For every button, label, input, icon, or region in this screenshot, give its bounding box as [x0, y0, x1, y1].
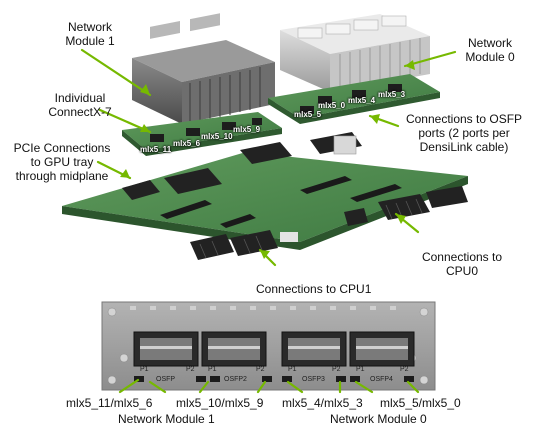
network-module-1-heatsink [132, 13, 275, 124]
port-label: P1 [288, 366, 297, 373]
osfp-label: OSFP2 [224, 376, 247, 383]
port-label: P1 [356, 366, 365, 373]
network-module-1-caption: Network Module 1 [118, 412, 215, 426]
network-module-0-label-line: Module 0 [465, 50, 515, 64]
osfp-connections-label-line: DensiLink cable) [419, 140, 509, 154]
pcie-connections-label-line: PCIe Connections [13, 141, 111, 155]
network-module-1-label: Network Module 1 [58, 20, 122, 48]
network-module-0-label: Network Module 0 [452, 36, 528, 64]
chip-label: mlx5_10 [201, 132, 233, 141]
chip-label: mlx5_9 [233, 125, 261, 134]
osfp-label: OSFP3 [302, 376, 325, 383]
pcie-connections-label-line: to GPU tray [30, 155, 94, 169]
callout-arrows [80, 48, 457, 394]
network-module-0-label-line: Network [467, 36, 512, 50]
pcie-connections-label-line: through midplane [15, 169, 109, 183]
cpu1-connections-label: Connections to CPU1 [256, 282, 372, 296]
chip-label: mlx5_0 [318, 101, 346, 110]
cpu0-connections-label: Connections to CPU0 [416, 250, 508, 278]
network-module-1-board [122, 112, 282, 156]
pcie-connections-label: PCIe Connections to GPU tray through mid… [8, 141, 116, 183]
network-module-1-label-line: Network [67, 20, 112, 34]
port-label: P1 [208, 366, 217, 373]
osfp-label: OSFP4 [370, 376, 393, 383]
chip-label: mlx5_5 [294, 110, 322, 119]
rear-panel [101, 301, 436, 391]
port-label: P2 [400, 366, 409, 373]
individual-connectx7-label-line: ConnectX-7 [48, 105, 112, 119]
port-pair-label: mlx5_5/mlx5_0 [380, 396, 461, 410]
osfp-connections-label: Connections to OSFP ports (2 ports per D… [398, 112, 530, 154]
callout-arrowheads [120, 60, 415, 259]
network-module-1-label-line: Module 1 [65, 34, 115, 48]
port-label: P2 [332, 366, 341, 373]
individual-connectx7-label: Individual ConnectX-7 [44, 91, 116, 119]
network-module-0-board [268, 74, 440, 124]
chip-label: mlx5_4 [348, 96, 376, 105]
chip-label: mlx5_11 [140, 145, 172, 154]
chip-label: mlx5_6 [173, 139, 201, 148]
network-module-0-caption: Network Module 0 [330, 412, 427, 426]
port-pair-label: mlx5_10/mlx5_9 [176, 396, 264, 410]
port-label: P2 [186, 366, 195, 373]
osfp-connections-label-line: Connections to OSFP [405, 112, 523, 126]
osfp-label: OSFP [156, 376, 176, 383]
cpu0-connections-label-line: Connections to [421, 250, 503, 264]
port-label: P1 [140, 366, 149, 373]
chip-label: mlx5_3 [378, 90, 406, 99]
main-tray-board [62, 132, 468, 260]
port-label: P2 [256, 366, 265, 373]
cpu0-connections-label-line: CPU0 [445, 264, 478, 278]
port-pair-label: mlx5_11/mlx5_6 [66, 396, 153, 410]
osfp-connections-label-line: ports (2 ports per [418, 126, 510, 140]
port-pair-label: mlx5_4/mlx5_3 [282, 396, 363, 410]
individual-connectx7-label-line: Individual [54, 91, 106, 105]
